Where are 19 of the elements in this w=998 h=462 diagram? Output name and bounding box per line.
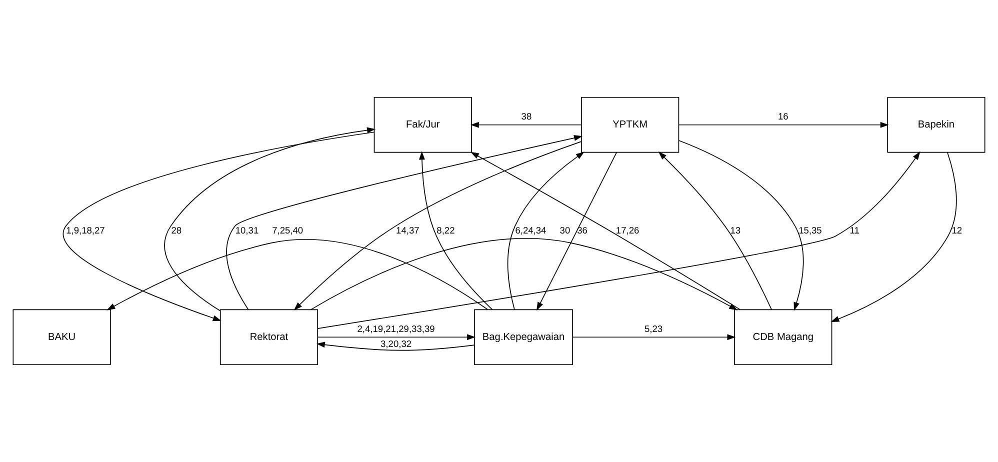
edge-label: 2,4,19,21,29,33,39 xyxy=(357,324,435,334)
edge-label: 16 xyxy=(778,112,788,122)
edge-label: 12 xyxy=(952,225,962,236)
edge-label: 28 xyxy=(171,225,182,236)
edge-label: 14,37 xyxy=(396,225,420,236)
edge-label: 13 xyxy=(730,225,741,236)
edge-label: 15,35 xyxy=(798,225,822,236)
edge-label: 6,24,34 xyxy=(515,225,546,236)
edge-label: 1,9,18,27 xyxy=(66,225,105,236)
edge-label: 36 xyxy=(577,225,588,236)
edge-label: 7,25,40 xyxy=(272,225,304,236)
edge-label: 5,23 xyxy=(644,324,663,334)
edge-label: 3,20,32 xyxy=(380,339,412,350)
edge-label: 30 xyxy=(560,225,570,236)
edge-label: 38 xyxy=(521,112,532,122)
edge-label: 11 xyxy=(850,225,860,236)
edge-label: 10,31 xyxy=(235,225,259,236)
edge-label: 8,22 xyxy=(436,225,455,236)
edge-label: 17,26 xyxy=(616,225,640,236)
